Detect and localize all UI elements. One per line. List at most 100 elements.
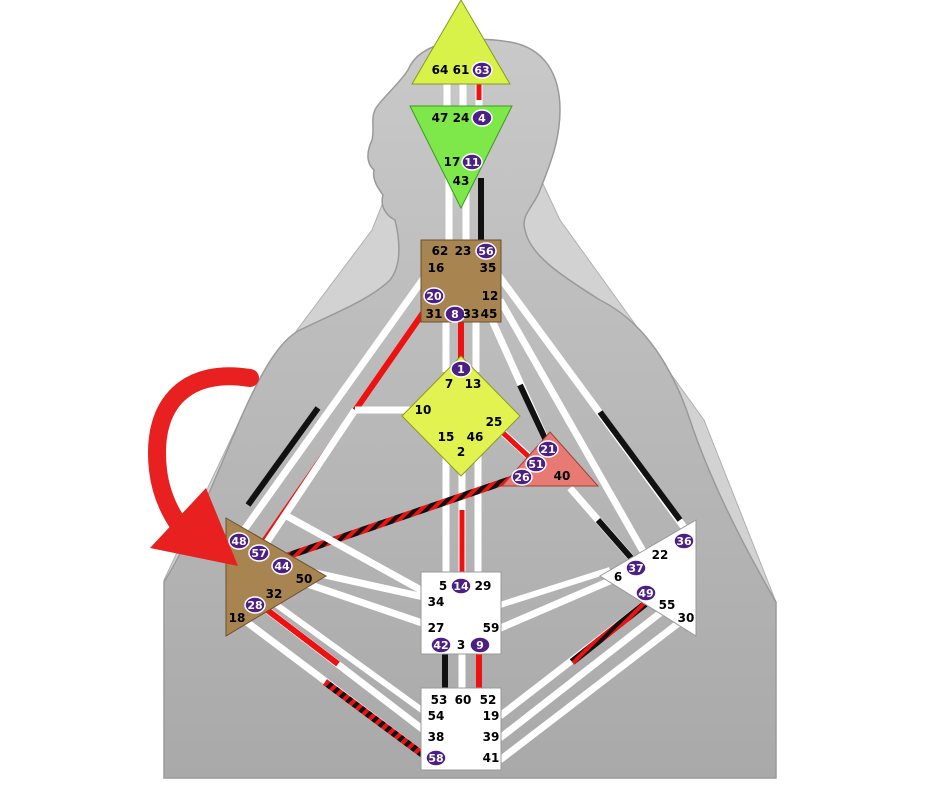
gate-5: 5	[439, 579, 447, 593]
gate-number: 8	[451, 308, 459, 321]
gate-61: 61	[453, 63, 470, 77]
gate-37-active: 37	[625, 559, 647, 577]
gate-46: 46	[467, 430, 484, 444]
gate-number: 42	[433, 639, 448, 652]
gate-number: 12	[482, 289, 499, 303]
gate-14-active: 14	[450, 577, 472, 595]
gate-42-active: 42	[430, 636, 452, 654]
gate-number: 37	[628, 562, 643, 575]
curved-arrow-icon	[148, 367, 259, 566]
gate-number: 31	[426, 307, 443, 321]
activated-gate-badge	[511, 468, 533, 486]
gate-number: 58	[428, 752, 443, 765]
gate-30: 30	[678, 611, 695, 625]
gate-number: 1	[457, 363, 465, 376]
activated-gate-badge	[461, 153, 483, 171]
gate-number: 14	[453, 580, 469, 593]
gate-number: 13	[465, 377, 482, 391]
activated-gate-badge	[625, 559, 647, 577]
channel-50-27	[294, 576, 430, 629]
gate-number: 22	[652, 548, 669, 562]
gate-21-active: 21	[537, 440, 559, 458]
gate-number: 52	[480, 693, 497, 707]
gate-number: 64	[432, 63, 449, 77]
gate-29: 29	[475, 579, 492, 593]
activated-gate-badge	[248, 544, 270, 562]
gate-49-active: 49	[635, 584, 657, 602]
gate-number: 53	[431, 693, 448, 707]
gate-23: 23	[455, 244, 472, 258]
gate-number: 41	[483, 751, 500, 765]
gate-13: 13	[465, 377, 482, 391]
gate-number: 43	[453, 174, 470, 188]
gate-63-active: 63	[471, 61, 493, 79]
activated-gate-badge	[423, 287, 445, 305]
gate-number: 20	[426, 290, 442, 303]
channel-30-41	[497, 619, 683, 763]
gate-2: 2	[457, 445, 465, 459]
activated-gate-badge	[525, 455, 547, 473]
gate-number: 27	[428, 621, 445, 635]
gate-55: 55	[659, 598, 676, 612]
channel-16-48-black	[245, 406, 321, 507]
gate-12: 12	[482, 289, 499, 303]
activated-gate-badge	[475, 242, 497, 260]
gate-number: 57	[251, 547, 266, 560]
gate-40: 40	[554, 469, 571, 483]
activated-gate-badge	[635, 584, 657, 602]
gate-number: 38	[428, 730, 445, 744]
channel-28-38-red	[260, 603, 340, 667]
gate-number: 30	[678, 611, 695, 625]
gate-38: 38	[428, 730, 445, 744]
gate-48-active: 48	[228, 532, 250, 550]
gate-32: 32	[266, 587, 283, 601]
channels	[241, 84, 689, 763]
gate-60: 60	[455, 693, 472, 707]
gate-number: 18	[229, 611, 246, 625]
channel-sacral-sp-upper	[499, 567, 611, 608]
gate-number: 46	[467, 430, 484, 444]
gate-number: 6	[614, 570, 622, 584]
gate-20-active: 20	[423, 287, 445, 305]
gate-number: 33	[463, 307, 480, 321]
gate-number: 62	[432, 244, 449, 258]
activated-gate-badge	[244, 596, 266, 614]
gate-31: 31	[426, 307, 443, 321]
gate-number: 40	[554, 469, 571, 483]
gate-35: 35	[480, 261, 497, 275]
activated-gate-badge	[450, 577, 472, 595]
gate-number: 28	[247, 599, 262, 612]
gate-number: 23	[455, 244, 472, 258]
gate-number: 34	[428, 595, 445, 609]
gate-number: 44	[274, 560, 290, 573]
gate-41: 41	[483, 751, 500, 765]
gate-56-active: 56	[475, 242, 497, 260]
gate-number: 39	[483, 730, 500, 744]
activated-gate-badge	[444, 305, 466, 323]
gate-28-active: 28	[244, 596, 266, 614]
gate-16: 16	[428, 261, 445, 275]
gate-number: 29	[475, 579, 492, 593]
gate-number: 56	[478, 245, 494, 258]
gate-9-active: 9	[469, 636, 491, 654]
gate-number: 15	[438, 430, 455, 444]
activated-gate-badge	[228, 532, 250, 550]
gate-44-active: 44	[271, 557, 293, 575]
activated-gate-badge	[471, 109, 493, 127]
gate-number: 24	[453, 111, 470, 125]
gate-7: 7	[445, 377, 453, 391]
gate-number: 19	[483, 709, 500, 723]
ajna-center	[409, 105, 513, 210]
gate-number: 26	[514, 471, 530, 484]
solar-plexus-center	[599, 519, 697, 637]
gate-15: 15	[438, 430, 455, 444]
channel-16-48	[241, 272, 429, 533]
gate-17: 17	[444, 155, 461, 169]
channel-10-57-diag	[262, 408, 358, 547]
gate-24: 24	[453, 111, 470, 125]
gate-36-active: 36	[673, 532, 695, 550]
gate-number: 21	[540, 443, 555, 456]
gate-number: 9	[476, 639, 484, 652]
gate-51-active: 51	[525, 455, 547, 473]
gate-47: 47	[432, 111, 449, 125]
